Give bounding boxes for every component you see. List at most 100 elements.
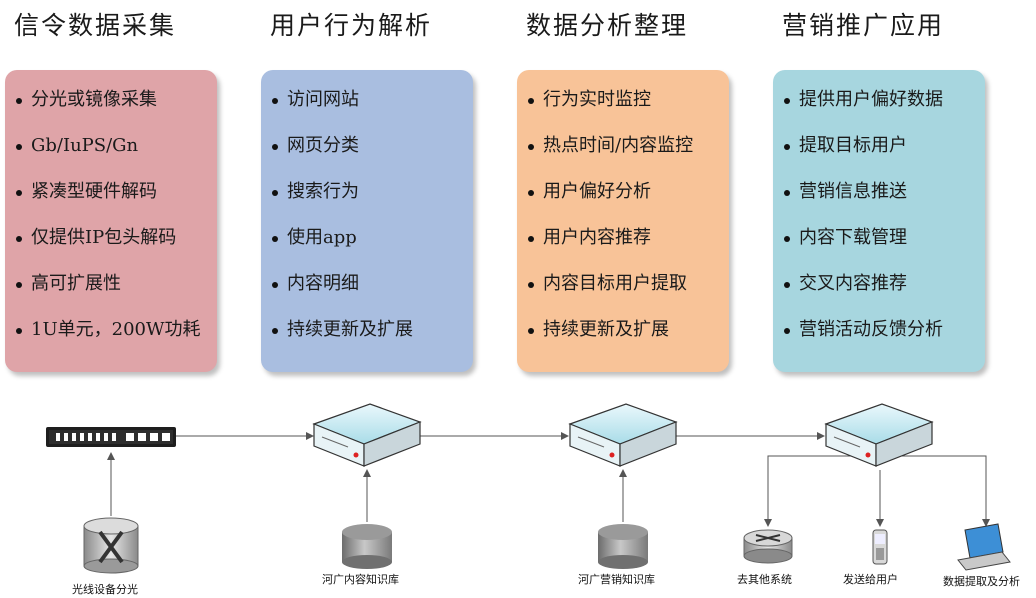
laptop-label: 数据提取及分析	[943, 575, 1020, 588]
bullet-icon	[784, 190, 790, 196]
splitter-label: 光线设备分光	[72, 583, 138, 596]
item-text: 持续更新及扩展	[287, 319, 413, 340]
list-item: 营销信息推送	[773, 176, 985, 222]
bullet-icon	[528, 144, 534, 150]
item-text: 使用app	[287, 227, 357, 248]
item-text: 搜索行为	[287, 181, 359, 202]
list-item: 交叉内容推荐	[773, 268, 985, 314]
item-text: 提取目标用户	[799, 135, 907, 156]
item-text: 营销活动反馈分析	[799, 319, 943, 340]
item-text: 用户偏好分析	[543, 181, 651, 202]
bullet-icon	[272, 328, 278, 334]
card-list: 分光或镜像采集 Gb/IuPS/Gn 紧凑型硬件解码 仅提供IP包头解码 高可扩…	[5, 84, 217, 360]
column-title-marketing: 营销推广应用	[782, 11, 945, 40]
list-item: 提供用户偏好数据	[773, 84, 985, 130]
item-text: 内容明细	[287, 273, 359, 294]
card-list: 行为实时监控 热点时间/内容监控 用户偏好分析 用户内容推荐 内容目标用户提取 …	[517, 84, 729, 360]
list-item: 网页分类	[261, 130, 473, 176]
splitter-icon	[83, 517, 139, 574]
phone-label: 发送给用户	[843, 573, 898, 586]
item-text: 交叉内容推荐	[799, 273, 907, 294]
column-title-analysis: 数据分析整理	[526, 11, 689, 40]
item-text: 网页分类	[287, 135, 359, 156]
database-icon	[342, 524, 392, 569]
item-text: 行为实时监控	[543, 89, 651, 110]
bullet-icon	[272, 282, 278, 288]
item-text: 访问网站	[287, 89, 359, 110]
item-text: 内容目标用户提取	[543, 273, 687, 294]
bullet-icon	[16, 190, 22, 196]
bullet-icon	[784, 144, 790, 150]
list-item: 搜索行为	[261, 176, 473, 222]
card-marketing: 提供用户偏好数据 提取目标用户 营销信息推送 内容下载管理 交叉内容推荐 营销活…	[773, 70, 985, 372]
bullet-icon	[528, 190, 534, 196]
bullet-icon	[784, 282, 790, 288]
list-item: 内容明细	[261, 268, 473, 314]
bullet-icon	[16, 282, 22, 288]
bullet-icon	[528, 328, 534, 334]
bullet-icon	[528, 236, 534, 242]
item-text: 高可扩展性	[31, 273, 121, 294]
card-list: 提供用户偏好数据 提取目标用户 营销信息推送 内容下载管理 交叉内容推荐 营销活…	[773, 84, 985, 360]
bullet-icon	[16, 236, 22, 242]
card-list: 访问网站 网页分类 搜索行为 使用app 内容明细 持续更新及扩展	[261, 84, 473, 360]
bullet-icon	[16, 328, 22, 334]
router-label: 去其他系统	[737, 573, 792, 586]
item-text: 用户内容推荐	[543, 227, 651, 248]
db1-label: 河广内容知识库	[322, 573, 399, 586]
list-item: 1U单元，200W功耗	[5, 314, 217, 360]
bullet-icon	[16, 144, 22, 150]
item-text: 内容下载管理	[799, 227, 907, 248]
bullet-icon	[272, 236, 278, 242]
bullet-icon	[784, 328, 790, 334]
bullet-icon	[272, 190, 278, 196]
item-text: 营销信息推送	[799, 181, 907, 202]
list-item: 紧凑型硬件解码	[5, 176, 217, 222]
phone-icon	[872, 529, 888, 565]
list-item: 用户内容推荐	[517, 222, 729, 268]
list-item: 内容目标用户提取	[517, 268, 729, 314]
item-text: Gb/IuPS/Gn	[31, 135, 139, 156]
item-text: 紧凑型硬件解码	[31, 181, 157, 202]
list-item: 持续更新及扩展	[261, 314, 473, 360]
list-item: 持续更新及扩展	[517, 314, 729, 360]
bullet-icon	[528, 282, 534, 288]
list-item: 营销活动反馈分析	[773, 314, 985, 360]
column-title-collection: 信令数据采集	[14, 11, 177, 40]
server-icon	[568, 403, 678, 467]
connectors	[107, 432, 990, 527]
list-item: 高可扩展性	[5, 268, 217, 314]
list-item: 提取目标用户	[773, 130, 985, 176]
item-text: 提供用户偏好数据	[799, 89, 943, 110]
server-icon	[824, 403, 934, 467]
column-title-behavior: 用户行为解析	[270, 11, 433, 40]
item-text: 持续更新及扩展	[543, 319, 669, 340]
bullet-icon	[784, 236, 790, 242]
item-text: 热点时间/内容监控	[543, 135, 694, 156]
database-icon	[598, 524, 648, 569]
bullet-icon	[528, 98, 534, 104]
bullet-icon	[272, 144, 278, 150]
laptop-icon	[957, 523, 1011, 571]
bullet-icon	[272, 98, 278, 104]
list-item: 行为实时监控	[517, 84, 729, 130]
card-behavior: 访问网站 网页分类 搜索行为 使用app 内容明细 持续更新及扩展	[261, 70, 473, 372]
list-item: 仅提供IP包头解码	[5, 222, 217, 268]
list-item: 用户偏好分析	[517, 176, 729, 222]
item-text: 仅提供IP包头解码	[31, 227, 177, 248]
list-item: 热点时间/内容监控	[517, 130, 729, 176]
list-item: 使用app	[261, 222, 473, 268]
router-icon	[743, 529, 793, 564]
item-text: 分光或镜像采集	[31, 89, 157, 110]
bullet-icon	[784, 98, 790, 104]
list-item: 访问网站	[261, 84, 473, 130]
item-text: 1U单元，200W功耗	[31, 319, 201, 340]
card-collection: 分光或镜像采集 Gb/IuPS/Gn 紧凑型硬件解码 仅提供IP包头解码 高可扩…	[5, 70, 217, 372]
server-icon	[312, 403, 422, 467]
list-item: Gb/IuPS/Gn	[5, 130, 217, 176]
list-item: 分光或镜像采集	[5, 84, 217, 130]
list-item: 内容下载管理	[773, 222, 985, 268]
switch-icon	[46, 427, 176, 447]
db2-label: 河广营销知识库	[578, 573, 655, 586]
